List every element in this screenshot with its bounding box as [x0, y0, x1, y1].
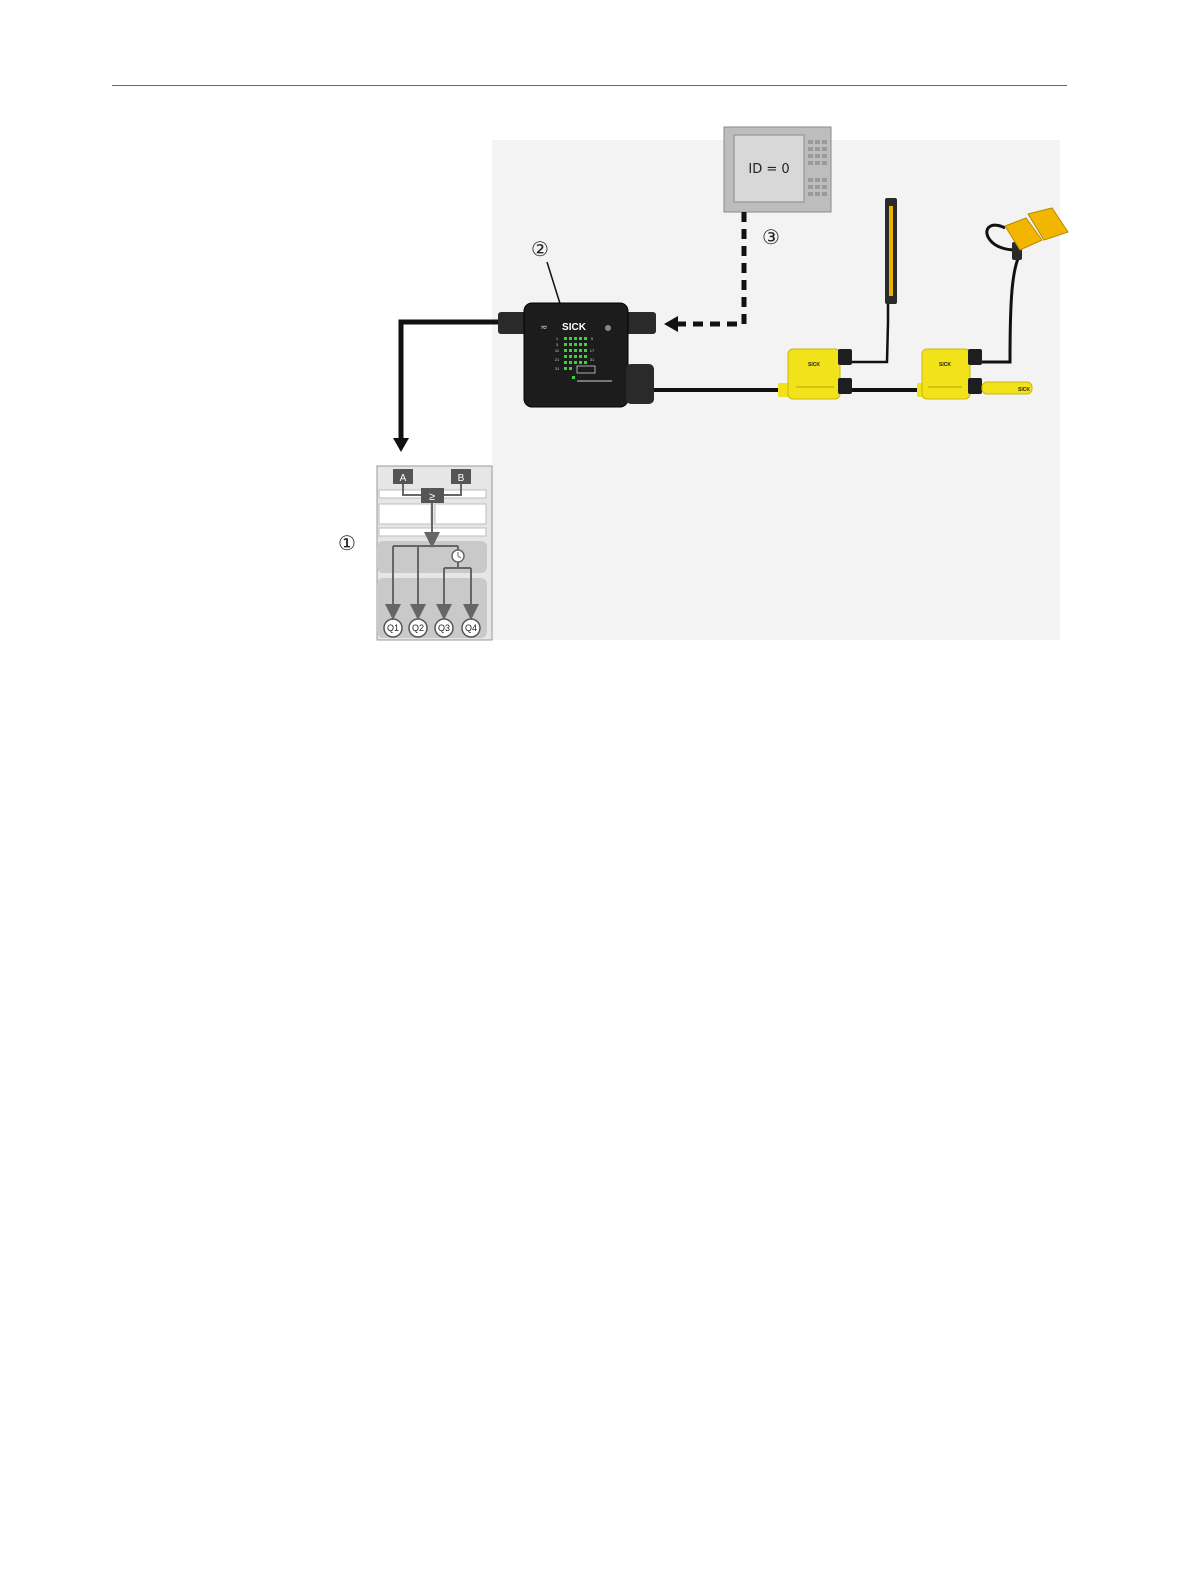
- sensor-module-2-brand: SICK: [939, 362, 951, 368]
- row-label-left-4: 21: [555, 357, 560, 362]
- controller-output-cable: [401, 322, 498, 440]
- callout-3: ③: [762, 225, 780, 249]
- callout-2: ②: [531, 237, 549, 261]
- output-q2: Q2: [412, 623, 424, 633]
- logic-diagram: A B ≥ Q1 Q2 Q3 Q4: [377, 466, 492, 640]
- row-label-right-3: 31: [590, 357, 595, 362]
- output-q4: Q4: [465, 623, 477, 633]
- row-label-left-5: 31: [555, 366, 560, 371]
- sensor-module-1-brand: SICK: [808, 362, 820, 368]
- output-cable-arrowhead: [393, 438, 409, 452]
- hmi-screen-text: ID = 0: [748, 162, 789, 177]
- controller-brand: SICK: [562, 322, 587, 333]
- logic-input-a: A: [400, 473, 407, 484]
- output-q1: Q1: [387, 623, 399, 633]
- callout-1: ①: [338, 531, 356, 555]
- cylindrical-sensor-brand: SICK: [1018, 387, 1030, 393]
- logic-input-b: B: [458, 473, 465, 484]
- hmi-keypad-bottom: [808, 178, 827, 196]
- controller-symbol: ≂: [540, 322, 548, 332]
- logic-gate: ≥: [429, 491, 435, 503]
- controller-screw: [605, 325, 611, 331]
- cylindrical-sensor: SICK: [982, 382, 1032, 394]
- row-label-right-2: 17: [590, 348, 595, 353]
- system-diagram: ID = 0 ③ ② ① SICK ≂ 1 3 11 21: [0, 0, 1191, 660]
- output-q3: Q3: [438, 623, 450, 633]
- hmi-panel: ID = 0: [724, 127, 831, 212]
